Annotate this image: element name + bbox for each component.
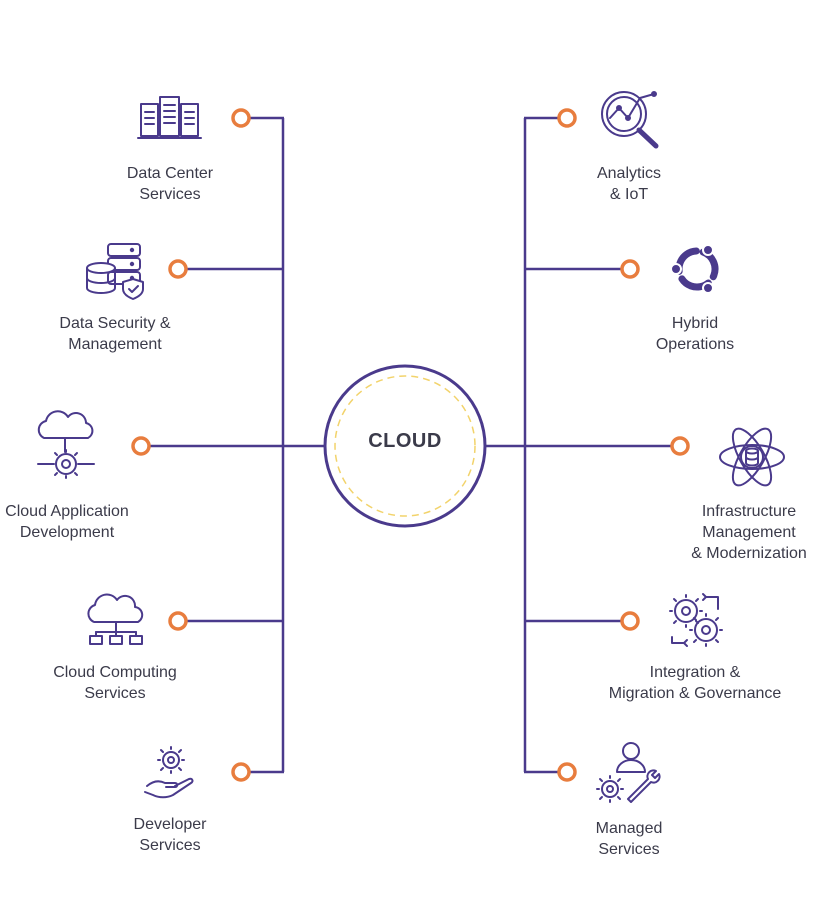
label-line: Services	[139, 837, 201, 854]
service-label-analytics: Analytics & IoT	[559, 163, 699, 205]
service-label-managed: Managed Services	[559, 818, 699, 860]
cloud-center-dashed-ring	[334, 375, 476, 517]
label-line: & Modernization	[691, 545, 807, 562]
connector-node-left-3	[131, 436, 151, 456]
label-line: Data Center	[126, 165, 214, 182]
server-rack-icon	[137, 96, 202, 139]
label-line: Cloud Application	[5, 503, 129, 520]
label-line: Hybrid	[671, 315, 719, 332]
cloud-center-label: CLOUD	[368, 430, 442, 452]
connector-node-right-5	[557, 762, 577, 782]
label-line: Developer	[133, 816, 207, 833]
connector-node-right-2	[620, 259, 640, 279]
label-line: Analytics	[596, 165, 662, 182]
service-label-data-center: Data Center Services	[100, 163, 240, 205]
ubuntu-circle-icon	[670, 244, 719, 294]
connector-node-right-3	[670, 436, 690, 456]
database-shield-icon	[86, 243, 144, 300]
label-line: Data Security &	[59, 315, 171, 332]
label-line: Integration &	[649, 664, 741, 681]
label-line: Management	[68, 336, 162, 353]
connector-node-right-4	[620, 611, 640, 631]
connector-node-left-4	[168, 611, 188, 631]
connector-node-left-5	[231, 762, 251, 782]
person-tools-icon	[596, 742, 661, 803]
label-line: Migration & Governance	[608, 685, 782, 702]
cloud-network-icon	[87, 593, 144, 645]
label-line: Services	[84, 685, 146, 702]
atom-database-icon	[719, 427, 785, 487]
label-line: Operations	[655, 336, 735, 353]
label-line: & IoT	[609, 186, 649, 203]
service-label-cloud-app-dev: Cloud Application Development	[0, 501, 134, 543]
gears-cycle-icon	[669, 593, 723, 647]
connector-node-left-2	[168, 259, 188, 279]
label-line: Cloud Computing	[53, 664, 177, 681]
service-label-cloud-computing: Cloud Computing Services	[40, 662, 190, 704]
hand-gear-icon	[144, 746, 194, 799]
magnifier-chart-icon	[601, 91, 659, 149]
label-line: Development	[19, 524, 115, 541]
label-line: Management	[702, 524, 796, 541]
service-label-data-security: Data Security & Management	[40, 313, 190, 355]
connector-node-right-1	[557, 108, 577, 128]
label-line: Services	[139, 186, 201, 203]
service-label-infrastructure: Infrastructure Management & Modernizatio…	[676, 501, 822, 564]
cloud-center-circle	[323, 364, 487, 528]
cloud-gear-icon	[37, 410, 95, 479]
label-line: Managed	[595, 820, 663, 837]
connector-node-left-1	[231, 108, 251, 128]
service-label-integration: Integration & Migration & Governance	[592, 662, 798, 704]
label-line: Infrastructure	[701, 503, 797, 520]
service-label-hybrid-operations: Hybrid Operations	[625, 313, 765, 355]
label-line: Services	[598, 841, 660, 858]
service-label-developer: Developer Services	[100, 814, 240, 856]
